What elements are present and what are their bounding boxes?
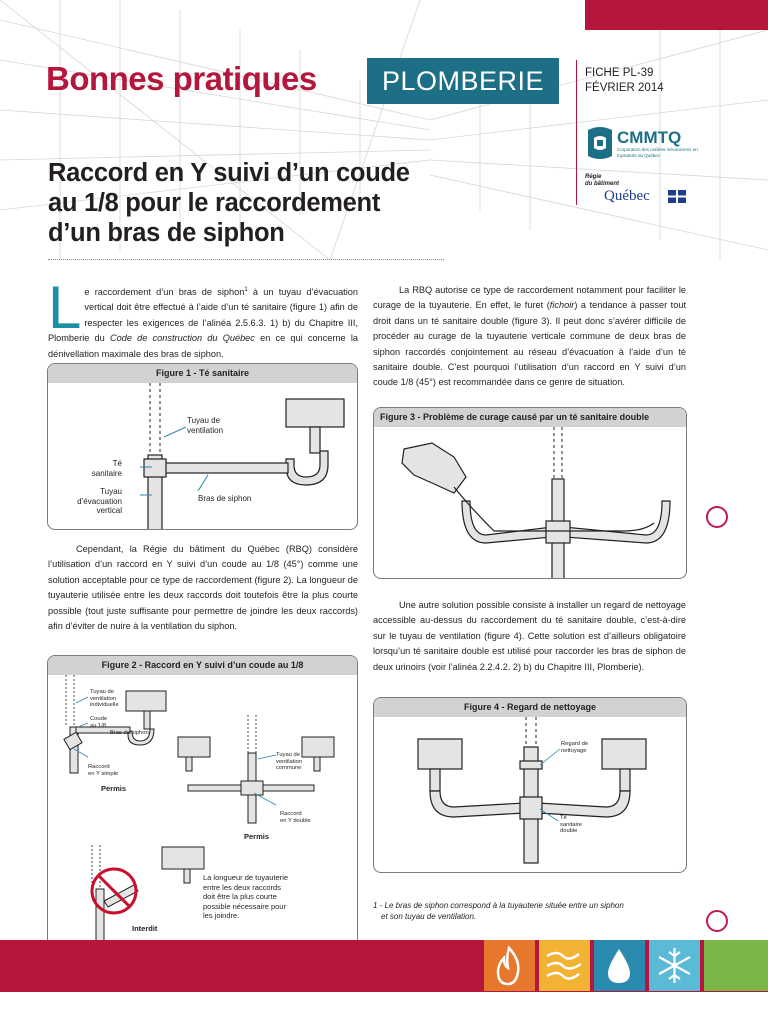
- cmmtq-logo-name: CMMTQ: [617, 128, 682, 147]
- figure-1: Figure 1 - Té sanitaire Tuyau de ventila…: [47, 363, 358, 530]
- regie-label: Régie du bâtiment: [585, 174, 619, 187]
- header-title: Bonnes pratiques: [46, 60, 317, 97]
- title-divider: [48, 259, 444, 260]
- air-wind-icon: [539, 940, 590, 991]
- figure-1-diagram: [140, 383, 345, 529]
- fiche-number: FICHE PL-39: [585, 67, 654, 79]
- snowflake-icon: [649, 940, 700, 991]
- fig1-label-evacuation: Tuyau d’évacuation vertical: [77, 487, 122, 515]
- fig1-label-bras: Bras de siphon: [198, 494, 252, 503]
- fiche-date: FÉVRIER 2014: [585, 82, 664, 94]
- figure-4-diagram: [417, 717, 647, 864]
- fig2-label-y-simple: Raccord en Y simple: [88, 764, 119, 777]
- fiche-info: FICHE PL-39 FÉVRIER 2014: [585, 66, 664, 96]
- figure-2-diagram: [63, 675, 335, 949]
- fig2-label-permis-2: Permis: [244, 832, 270, 841]
- figure-4-title: Figure 4 - Regard de nettoyage: [374, 698, 686, 717]
- figure-1-title: Figure 1 - Té sanitaire: [48, 364, 357, 383]
- paragraph-regie: Cependant, la Régie du bâtiment du Québe…: [48, 544, 358, 632]
- fig2-label-ventilation-individuelle: Tuyau de ventilation individuelle: [90, 689, 119, 709]
- fig1-label-te: Té sanitaire: [91, 459, 122, 478]
- header-divider: [576, 60, 577, 205]
- paragraph-regard: Une autre solution possible consiste à i…: [373, 600, 686, 672]
- footnote: 1 - Le bras de siphon correspond à la tu…: [373, 901, 624, 921]
- fig2-note: La longueur de tuyauterie entre les deux…: [203, 873, 289, 920]
- paragraph-rbq: La RBQ autorise ce type de raccordement …: [373, 285, 686, 388]
- page-title: Raccord en Y suivi d’un coude au 1/8 pou…: [48, 159, 410, 247]
- figure-3-diagram: [401, 427, 671, 578]
- fig2-label-coude: Coude au 1/8: [90, 716, 108, 729]
- figure-3: Figure 3 - Problème de curage causé par …: [373, 407, 687, 579]
- fig2-label-ventilation-commune: Tuyau de ventilation commune: [276, 752, 303, 772]
- figure-4: Figure 4 - Regard de nettoyage Regard de…: [373, 697, 687, 873]
- quebec-logo-text: Québec: [604, 188, 650, 204]
- green-tile: [704, 940, 768, 991]
- figure-2: Figure 2 - Raccord en Y suivi d’un coude…: [47, 655, 358, 950]
- cmmtq-logo-icon: [588, 127, 612, 159]
- decorative-ring-top: [706, 506, 728, 528]
- decorative-ring-bottom: [706, 910, 728, 932]
- fig2-label-interdit: Interdit: [132, 924, 158, 933]
- quebec-flag-icon: [668, 190, 686, 203]
- category-tag: PLOMBERIE: [367, 58, 559, 104]
- top-brand-band: [585, 0, 768, 30]
- dropcap-letter: L: [48, 274, 82, 341]
- water-drop-icon: [594, 940, 645, 991]
- figure-3-title: Figure 3 - Problème de curage causé par …: [374, 408, 686, 427]
- fig2-label-bras: Bras de siphon: [110, 730, 149, 736]
- fig1-label-ventilation: Tuyau de ventilation: [187, 416, 224, 435]
- fig4-label-te-double: Té sanitaire double: [560, 815, 582, 835]
- fire-icon: [484, 940, 535, 991]
- cmmtq-logo-subtitle: Corporation des maîtres mécaniciens en t…: [617, 147, 698, 158]
- fig2-label-y-double: Raccord en Y double: [280, 811, 311, 824]
- architecture-background-sketch: [0, 0, 768, 261]
- fig2-label-permis-1: Permis: [101, 784, 127, 793]
- fig4-label-regard: Regard de nettoyage: [561, 741, 589, 754]
- figure-2-title: Figure 2 - Raccord en Y suivi d’un coude…: [48, 656, 357, 675]
